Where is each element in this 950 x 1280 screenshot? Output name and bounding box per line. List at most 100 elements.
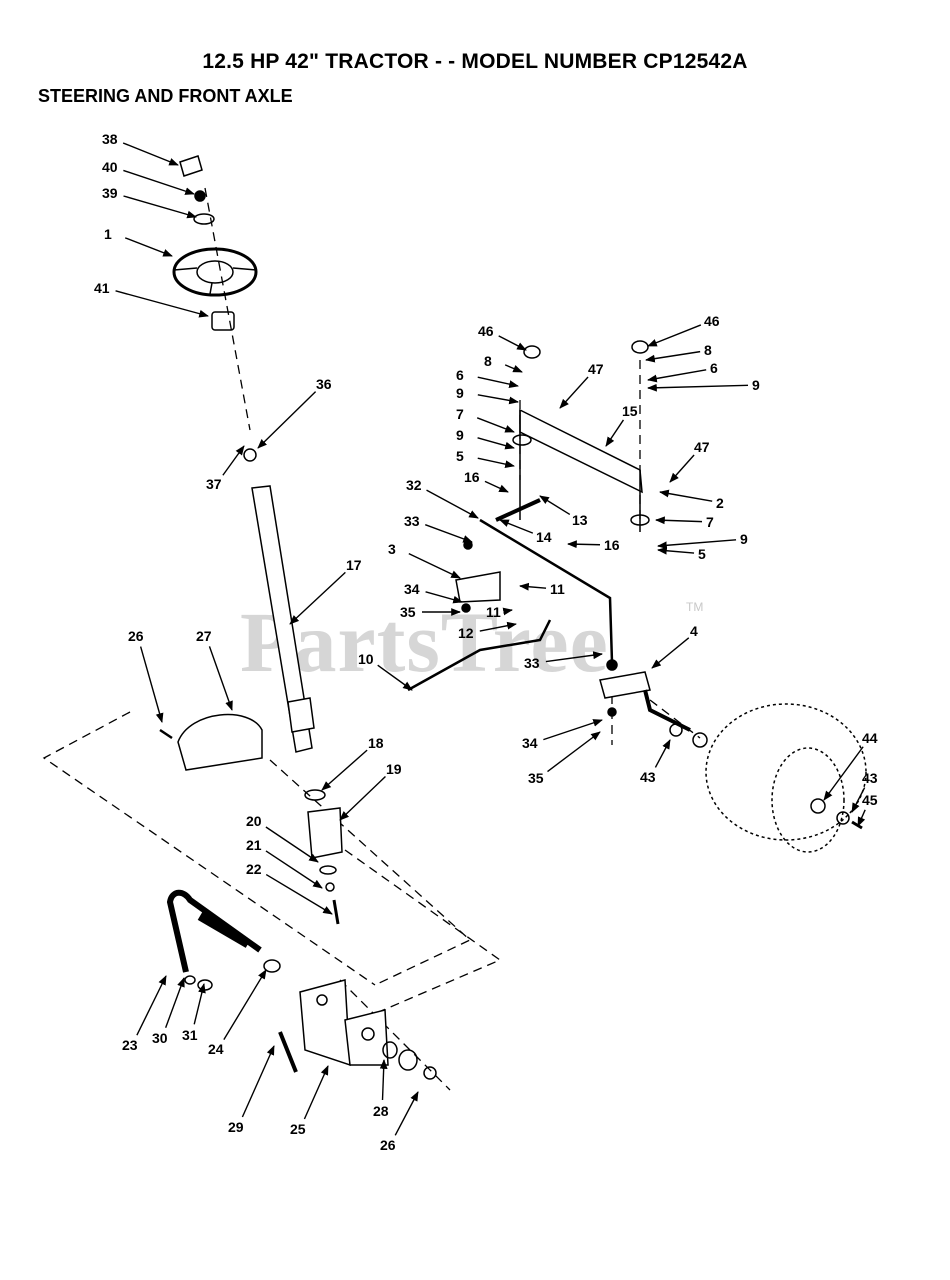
leader-arrow	[425, 591, 463, 604]
leader-arrow	[545, 651, 603, 663]
leader-arrow	[265, 873, 333, 915]
callout-26: 26	[380, 1091, 419, 1153]
leader-arrow	[484, 480, 509, 493]
leader-arrow	[426, 489, 479, 519]
callout-label: 35	[528, 770, 544, 786]
callout-32: 32	[406, 477, 479, 519]
callout-label: 3	[388, 541, 396, 557]
callout-label: 32	[406, 477, 422, 493]
leader-arrow	[476, 417, 515, 433]
callout-7: 7	[655, 514, 714, 530]
callout-41: 41	[94, 280, 209, 318]
leader-arrow	[123, 169, 195, 195]
callout-label: 23	[122, 1037, 138, 1053]
steering-wheel	[172, 247, 258, 297]
support-bracket-25	[299, 979, 351, 1067]
callout-13: 13	[539, 495, 588, 528]
callout-label: 30	[152, 1030, 168, 1046]
callout-label: 6	[710, 360, 718, 376]
callout-label: 20	[246, 813, 262, 829]
callout-14: 14	[499, 519, 552, 545]
spindle-bushing-right	[630, 514, 650, 526]
callout-label: 1	[104, 226, 112, 242]
leader-arrow	[651, 637, 690, 669]
callout-44: 44	[823, 730, 878, 801]
callout-17: 17	[289, 557, 362, 625]
bearing-44	[810, 798, 826, 814]
callout-2: 2	[659, 489, 724, 511]
clip-36	[243, 448, 257, 462]
axle-beam	[519, 408, 643, 494]
leader-arrow	[477, 437, 515, 450]
callout-label: 43	[640, 769, 656, 785]
leader-arrow	[647, 369, 707, 383]
leader-arrow	[499, 519, 534, 534]
leader-arrow	[303, 1065, 329, 1120]
leader-arrow	[408, 552, 461, 579]
callout-label: 47	[694, 439, 710, 455]
leader-arrow	[567, 540, 601, 549]
leader-arrow	[647, 324, 702, 347]
callout-label: 47	[588, 361, 604, 377]
leader-arrow	[647, 383, 749, 392]
callout-24: 24	[208, 969, 267, 1057]
cap-46-right	[631, 340, 649, 354]
callout-6: 6	[456, 367, 519, 388]
leader-arrow	[659, 489, 713, 502]
callout-label: 14	[536, 529, 552, 545]
leader-arrow	[498, 335, 527, 351]
callout-11: 11	[519, 581, 565, 597]
callout-label: 21	[246, 837, 262, 853]
leader-arrow	[547, 731, 601, 773]
callout-label: 38	[102, 131, 118, 147]
watermark-trademark: TM	[686, 600, 704, 614]
callout-25: 25	[290, 1065, 329, 1137]
callout-label: 10	[358, 651, 374, 667]
callout-5: 5	[456, 448, 515, 468]
callout-16: 16	[464, 469, 509, 493]
callout-label: 27	[196, 628, 212, 644]
callout-label: 35	[400, 604, 416, 620]
callout-label: 43	[862, 770, 878, 786]
leader-arrow	[669, 454, 695, 483]
callout-label: 5	[698, 546, 706, 562]
callout-35: 35	[400, 604, 461, 620]
callout-label: 22	[246, 861, 262, 877]
callout-label: 5	[456, 448, 464, 464]
callout-label: 11	[550, 581, 565, 597]
callout-19: 19	[339, 761, 402, 821]
callout-46: 46	[647, 313, 720, 347]
callout-38: 38	[102, 131, 179, 166]
leader-arrow	[823, 746, 864, 801]
callout-label: 36	[316, 376, 332, 392]
bushing-41	[211, 311, 235, 331]
leader-arrow	[519, 582, 547, 591]
callout-label: 19	[386, 761, 402, 777]
callout-label: 33	[404, 513, 420, 529]
callout-label: 26	[380, 1137, 396, 1153]
callout-27: 27	[196, 628, 233, 711]
callout-label: 33	[524, 655, 540, 671]
callout-label: 13	[572, 512, 588, 528]
leader-arrow	[657, 539, 737, 550]
callout-7: 7	[456, 406, 515, 433]
washer-18	[304, 789, 326, 801]
leader-arrow	[339, 775, 386, 821]
spindle-4	[599, 671, 651, 699]
bracket-19	[307, 807, 343, 859]
callout-30: 30	[152, 977, 185, 1046]
steering-arm-3	[455, 571, 501, 603]
leader-arrow	[645, 350, 701, 363]
callout-label: 7	[706, 514, 714, 530]
callout-33: 33	[404, 513, 473, 543]
callout-10: 10	[358, 651, 413, 691]
callout-label: 45	[862, 792, 878, 808]
callout-label: 8	[704, 342, 712, 358]
callout-label: 9	[456, 385, 464, 401]
callout-label: 17	[346, 557, 362, 573]
callout-label: 46	[478, 323, 494, 339]
callout-34: 34	[404, 581, 463, 604]
callout-28: 28	[373, 1059, 389, 1119]
